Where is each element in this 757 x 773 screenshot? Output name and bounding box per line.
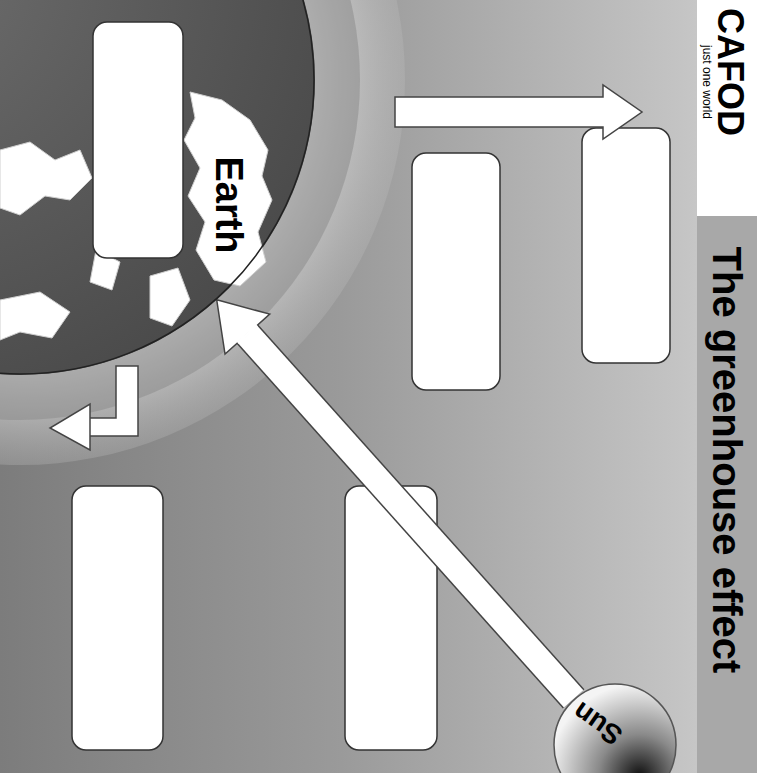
logo-tagline: just one world xyxy=(699,45,712,119)
logo-panel xyxy=(697,0,757,216)
radiation-arrow xyxy=(217,300,574,699)
atmosphere-halo xyxy=(0,0,405,465)
earth-globe xyxy=(0,0,315,375)
sun-circle: Sun xyxy=(553,683,677,773)
title-band xyxy=(697,216,757,773)
outgoing-arrow xyxy=(395,85,642,139)
reflected-arrow xyxy=(50,366,138,450)
atmosphere-inner xyxy=(0,0,360,420)
title-text: The greenhouse effect xyxy=(705,247,749,674)
logo-text: CAFOD xyxy=(710,8,750,136)
node-label: Earth xyxy=(207,156,249,253)
answer-boxes xyxy=(72,22,670,750)
earth-circle: Earth xyxy=(0,0,315,375)
node-outline xyxy=(0,0,315,375)
